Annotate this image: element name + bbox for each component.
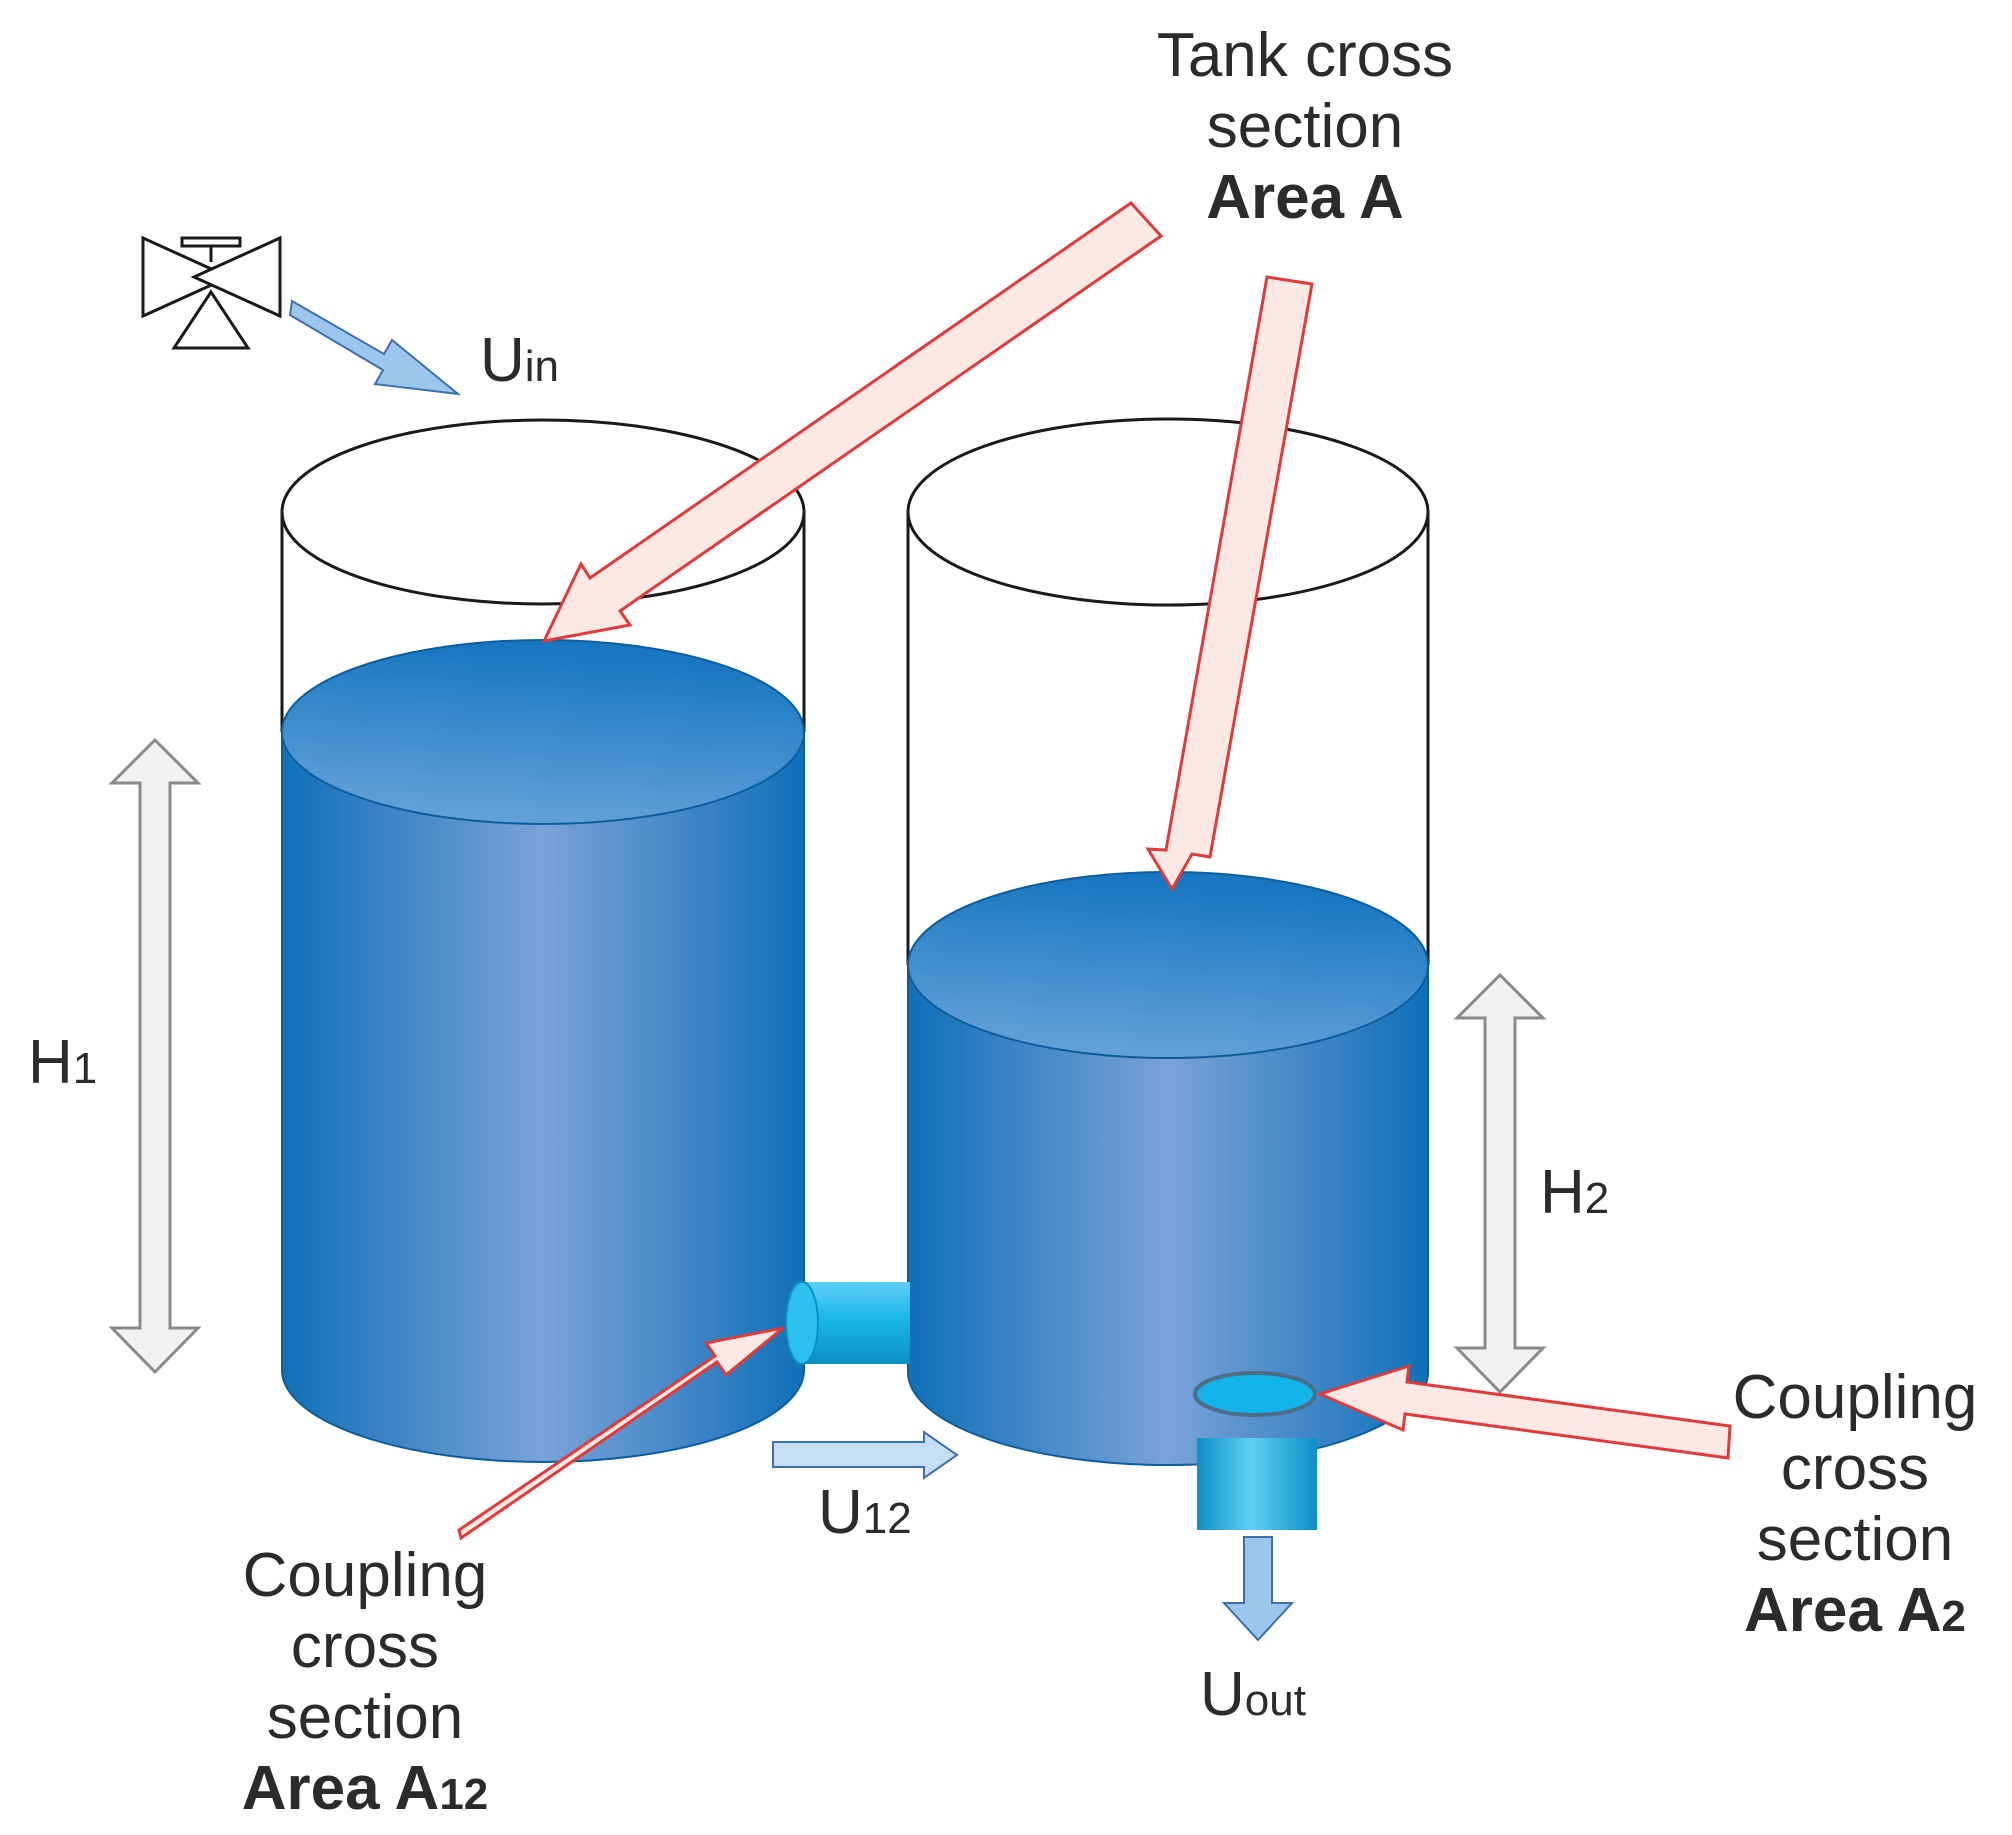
coupling-a2-area-text: Area A [1743,1576,1942,1645]
callout-arrow-coupling-a12 [457,1326,784,1541]
outflow-arrow [1221,1536,1295,1642]
inflow-arrow [288,299,462,396]
h1-label: H1 [28,1032,97,1094]
coupling-a12-area-sub: 12 [439,1770,489,1819]
coupling-a12-line3: section [266,1683,464,1752]
u12-label: U12 [818,1482,912,1544]
outlet-pipe [1193,1371,1317,1530]
callout-arrow-coupling-a2 [1315,1363,1732,1460]
u-out-main: U [1200,1660,1245,1729]
coupling-flow-arrow [772,1430,959,1480]
h2-sub: 2 [1584,1174,1610,1223]
tank-area-line3: Area A [1206,163,1404,232]
outlet-opening [1193,1371,1317,1417]
tank-area-line1: Tank cross [1156,21,1454,90]
coupling-pipe-body [802,1282,910,1364]
h2-label: H2 [1540,1162,1609,1224]
u-out-label: Uout [1200,1664,1306,1726]
coupling-a2-line4: Area A2 [1700,1575,2010,1652]
coupling-a2-label: Coupling cross section Area A2 [1700,1362,2010,1652]
tank-2 [906,417,1430,1466]
h1-main: H [28,1028,73,1097]
coupling-a12-line1: Coupling [242,1541,488,1610]
coupling-a2-line3: section [1756,1505,1954,1574]
u12-sub: 12 [862,1494,912,1543]
callout-arrow-tank-area-right [1145,275,1314,892]
height-2-arrow [1453,972,1547,1395]
u-out-sub: out [1244,1676,1306,1725]
tank-1-water-surface [281,639,805,825]
h2-main: H [1540,1158,1585,1227]
u-in-label: Uin [480,330,559,392]
u12-main: U [818,1478,863,1547]
coupling-a2-line2: cross [1780,1434,1930,1503]
coupling-a12-line2: cross [290,1612,440,1681]
coupling-a12-line4: Area A12 [200,1753,530,1830]
height-1-arrow [108,737,202,1375]
coupling-a12-label: Coupling cross section Area A12 [200,1540,530,1830]
tank-1-water-body [281,731,805,1463]
coupling-a2-line1: Coupling [1732,1363,1978,1432]
u-in-sub: in [524,342,560,391]
tank-2-rim [906,417,1430,607]
tank-1 [280,418,806,1463]
tank-area-label: Tank cross section Area A [1105,20,1505,233]
coupling-pipe-opening [785,1281,819,1365]
outlet-pipe-body [1197,1438,1317,1530]
coupling-pipe [785,1281,910,1365]
valve-icon [141,235,282,350]
h1-sub: 1 [72,1044,98,1093]
u-in-main: U [480,326,525,395]
coupling-a2-area-sub: 2 [1941,1592,1967,1641]
callout-arrow-tank-area-left [541,201,1164,644]
coupling-a12-area-text: Area A [241,1754,440,1823]
tank-2-water-surface [907,871,1429,1059]
tank-area-line2: section [1206,92,1404,161]
